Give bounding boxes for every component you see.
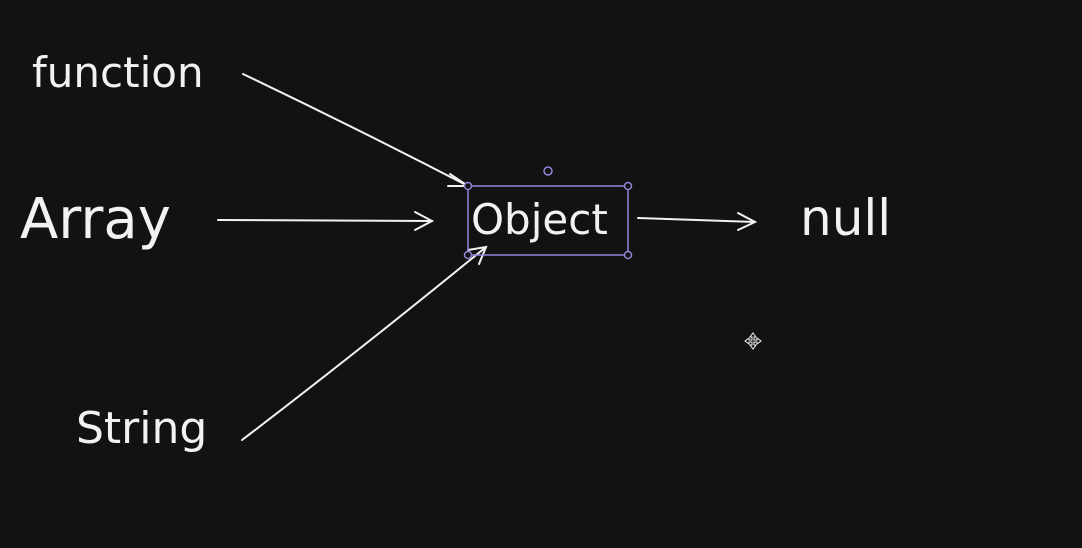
node-array[interactable]: Array xyxy=(20,187,171,252)
node-label: Array xyxy=(20,187,171,252)
edge-object-null[interactable] xyxy=(637,212,758,231)
node-label: String xyxy=(76,403,207,454)
node-string[interactable]: String xyxy=(76,403,207,454)
node-label: Object xyxy=(471,195,608,244)
edge-line xyxy=(637,217,756,223)
arrowhead-icon xyxy=(737,212,758,231)
node-label: null xyxy=(800,189,891,247)
rotate-handle-icon[interactable] xyxy=(543,166,553,176)
edge-line xyxy=(217,219,433,222)
node-function[interactable]: function xyxy=(32,48,204,97)
edge-line xyxy=(242,73,469,187)
resize-handle-icon[interactable] xyxy=(463,181,473,191)
resize-handle-icon[interactable] xyxy=(623,181,633,191)
node-null[interactable]: null xyxy=(800,189,891,247)
selection-box xyxy=(467,185,629,256)
edge-array-object[interactable] xyxy=(217,211,435,231)
node-label: function xyxy=(32,48,204,97)
edge-line xyxy=(241,246,487,441)
arrowhead-icon xyxy=(414,211,435,231)
resize-handle-icon[interactable] xyxy=(463,250,473,260)
move-cursor-icon xyxy=(744,332,762,350)
arrowhead-icon xyxy=(467,245,488,265)
resize-handle-icon[interactable] xyxy=(623,250,633,260)
edge-string-object[interactable] xyxy=(241,245,488,441)
node-object[interactable]: Object xyxy=(463,166,633,260)
